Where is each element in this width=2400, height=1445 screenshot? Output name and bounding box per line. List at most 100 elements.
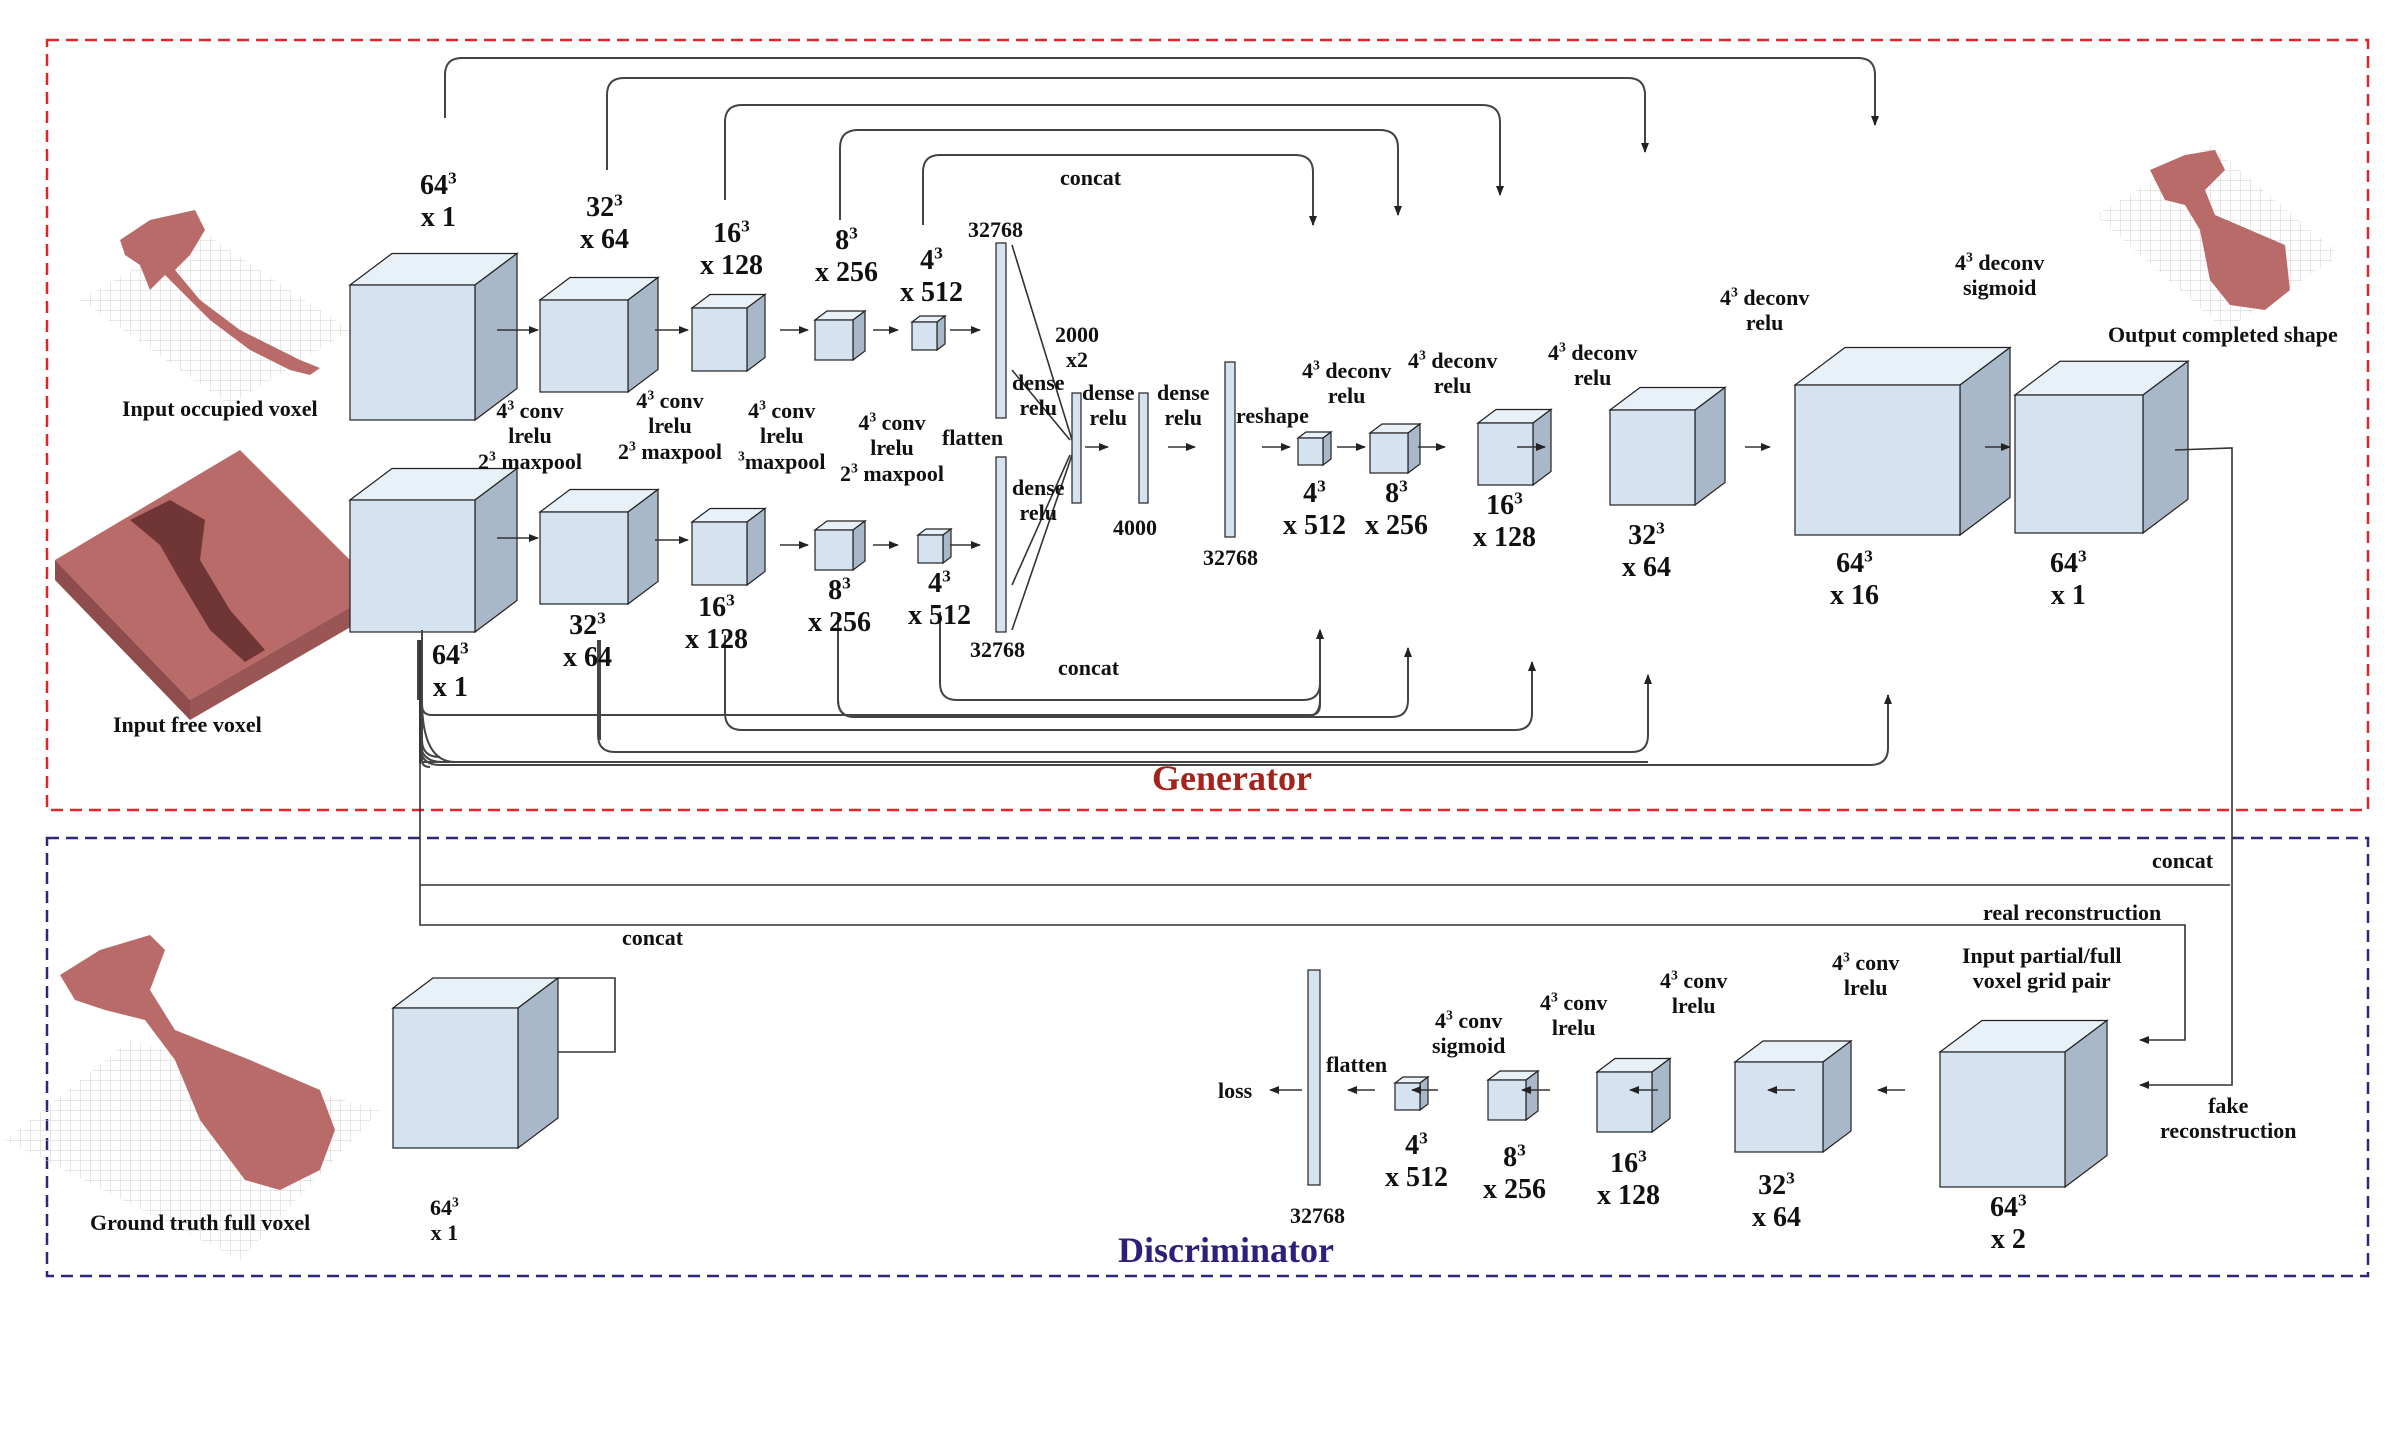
dec-cube-5 [1793,346,2012,537]
enc-top-cube-2 [538,276,660,394]
enc-bottom-cube-5 [916,527,953,565]
input-free-voxel-image [55,450,380,720]
fc-bar-32768-mid [1224,361,1236,538]
disc-flatten-label: flatten [1326,1052,1388,1077]
dim-2000x2: 2000 x2 [1055,322,1099,373]
dense-relu-bottom: dense relu [1012,475,1065,526]
dense-relu-b: dense relu [1157,380,1210,431]
enc-bottom-cube-3 [690,507,767,587]
real-reconstruction-label: real reconstruction [1983,900,2162,925]
enc-bottom-cube-2 [538,488,660,606]
concat-right-label: concat [2152,848,2214,873]
dec-cube-2 [1368,422,1422,475]
fc-bar-4000 [1138,392,1149,504]
skip-connections-top [444,57,1879,226]
enc-bottom-cube-4 [813,519,867,572]
enc-top-cube-4 [813,309,867,362]
disc-cube-2 [1733,1039,1853,1154]
dim-32768-top: 32768 [968,217,1023,242]
discriminator-box [45,836,2370,1278]
fc-bar-bottom [995,456,1007,633]
enc-top-cube-3 [690,293,767,373]
generator-flow-arrows [497,244,2011,631]
concat-top-label: concat [1060,165,1122,190]
disc-cube-1 [1938,1019,2109,1189]
input-occupied-voxel-label: Input occupied voxel [122,396,318,421]
enc-bottom-cube-1 [348,467,519,634]
discriminator-input-lines [419,447,2233,1094]
gt-cube [391,976,560,1150]
dense-relu-a: dense relu [1082,380,1135,431]
generator-title: Generator [1152,758,1312,798]
output-completed-shape-label: Output completed shape [2108,322,2338,347]
disc-fc-bar [1307,969,1321,1186]
concat-bottom-label: concat [1058,655,1120,680]
discriminator-title: Discriminator [1118,1230,1334,1270]
dim-32768-bottom: 32768 [970,637,1025,662]
fake-reconstruction-label: fake reconstruction [2160,1093,2297,1144]
flatten-label: flatten [942,425,1004,450]
generator-box [45,38,2370,812]
skip-connection-long [419,640,1892,766]
dense-relu-top: dense relu [1012,370,1065,421]
dec-cube-1 [1296,430,1333,467]
dim-32768-mid: 32768 [1203,545,1258,570]
enc-top-cube-1 [348,252,519,422]
disc-dim-32768: 32768 [1290,1203,1345,1228]
loss-label: loss [1218,1078,1253,1103]
input-pair-label: Input partial/full voxel grid pair [1962,943,2122,994]
concat-left-label: concat [622,925,684,950]
fc-bar-2000 [1071,392,1082,504]
disc-cube-5 [1393,1075,1430,1112]
ground-truth-label: Ground truth full voxel [90,1210,311,1235]
dim-4000: 4000 [1113,515,1157,540]
input-free-voxel-label: Input free voxel [113,712,262,737]
enc-top-cube-5 [910,314,947,352]
fc-bar-top [995,242,1007,419]
dec-cube-6 [2013,360,2190,535]
ground-truth-full-voxel-image [5,935,380,1260]
disc-cube-3 [1595,1057,1672,1134]
dec-cube-4 [1608,386,1727,507]
output-completed-shape-image [2095,145,2340,330]
reshape-label: reshape [1236,403,1309,428]
disc-cube-4 [1486,1069,1540,1122]
input-occupied-voxel-image [80,210,350,405]
